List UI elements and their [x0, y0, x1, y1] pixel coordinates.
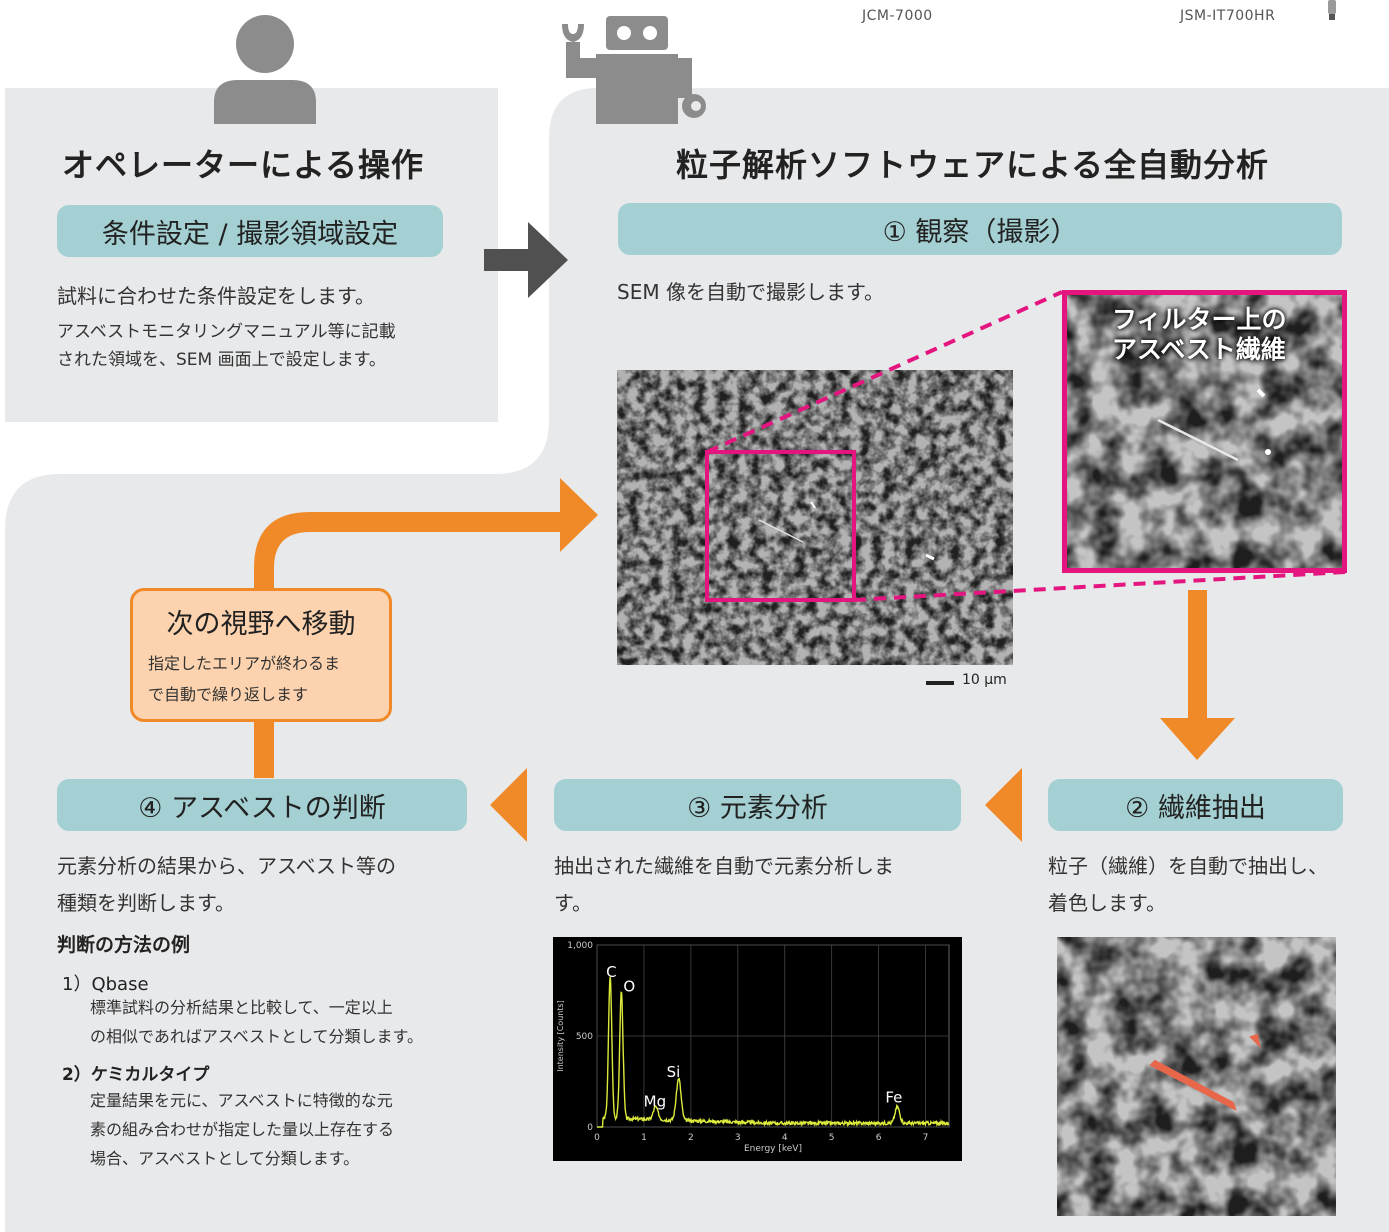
y-tick-label: 0 — [587, 1123, 593, 1133]
x-tick-label: 4 — [782, 1133, 788, 1143]
method2-line1: 定量結果を元に、アスベストに特徴的な元 — [90, 1091, 393, 1110]
instrument-icon — [1328, 0, 1336, 20]
model-label-jcm: JCM-7000 — [862, 8, 933, 24]
x-tick-label: 5 — [829, 1133, 835, 1143]
step4-text-2: 種類を判断します。 — [57, 891, 235, 915]
tab-step4-judgement: ④ アスベストの判断 — [57, 779, 467, 831]
zoom-label-line1: フィルター上の — [1112, 305, 1287, 334]
step4-text-1: 元素分析の結果から、アスベスト等の — [57, 854, 396, 878]
y-axis-label: Intensity [Counts] — [556, 1000, 565, 1072]
step3-text-1: 抽出された繊維を自動で元素分析しま — [554, 854, 894, 878]
operator-title: オペレーターによる操作 — [62, 146, 425, 184]
auto-title: 粒子解析ソフトウェアによる全自動分析 — [676, 146, 1270, 184]
method1-line1: 標準試料の分析結果と比較して、一定以上 — [90, 998, 393, 1017]
peak-label-mg: Mg — [644, 1092, 666, 1110]
step2-text-1: 粒子（繊維）を自動で抽出し、 — [1048, 854, 1328, 878]
methods-heading: 判断の方法の例 — [57, 934, 191, 956]
step1-text: SEM 像を自動で撮影します。 — [617, 280, 884, 304]
method2-line3: 場合、アスベストとして分類します。 — [90, 1149, 360, 1168]
next-field-box — [130, 588, 392, 722]
y-tick-label: 500 — [576, 1032, 593, 1042]
sem-image-zoom — [1062, 290, 1347, 573]
peak-label-fe: Fe — [885, 1089, 902, 1107]
x-tick-label: 3 — [735, 1133, 741, 1143]
x-tick-label: 2 — [688, 1133, 694, 1143]
peak-label-si: Si — [667, 1063, 681, 1081]
scale-bar — [926, 681, 954, 685]
next-field-line1: 指定したエリアが終わるま — [148, 654, 341, 673]
step2-text-2: 着色します。 — [1048, 891, 1166, 915]
tab-condition-setting: 条件設定 / 撮影領域設定 — [57, 205, 443, 257]
method2-title: 2）ケミカルタイプ — [62, 1065, 210, 1085]
x-tick-label: 1 — [641, 1133, 647, 1143]
peak-label-o: O — [623, 978, 635, 996]
model-label-jsm: JSM-IT700HR — [1180, 8, 1276, 24]
operator-person-icon — [214, 15, 316, 124]
y-tick-label: 1,000 — [567, 941, 593, 951]
chart-line — [597, 976, 950, 1128]
x-tick-label: 7 — [923, 1133, 929, 1143]
peak-label-c: C — [606, 963, 616, 981]
operator-text-2b: された領域を、SEM 画面上で設定します。 — [57, 350, 386, 370]
spectrum-line — [597, 976, 950, 1128]
next-field-title: 次の視野へ移動 — [166, 609, 356, 640]
tab-step2-extraction: ② 繊維抽出 — [1048, 779, 1343, 831]
step3-text-2: す。 — [554, 891, 592, 915]
arrow-right-icon — [484, 222, 568, 298]
x-tick-label: 6 — [876, 1133, 882, 1143]
zoom-label-line2: アスベスト繊維 — [1112, 335, 1286, 364]
tab-step1-observation: ① 観察（撮影） — [618, 203, 1342, 255]
scale-label: 10 μm — [962, 672, 1007, 688]
tab-step3-analysis: ③ 元素分析 — [554, 779, 961, 831]
x-tick-label: 0 — [594, 1133, 600, 1143]
sem-image-extracted — [1057, 937, 1336, 1216]
operator-text-1: 試料に合わせた条件設定をします。 — [57, 284, 375, 308]
method2-line2: 素の組み合わせが指定した量以上存在する — [90, 1120, 395, 1139]
next-field-line2: で自動で繰り返します — [148, 685, 309, 704]
operator-text-2a: アスベストモニタリングマニュアル等に記載 — [57, 322, 396, 342]
robot-icon — [562, 16, 706, 124]
x-axis-label: Energy [keV] — [744, 1144, 802, 1154]
sem-image-main — [617, 370, 1013, 665]
method1-title: 1）Qbase — [62, 974, 149, 995]
method1-line2: の相似であればアスベストとして分類します。 — [90, 1027, 423, 1046]
